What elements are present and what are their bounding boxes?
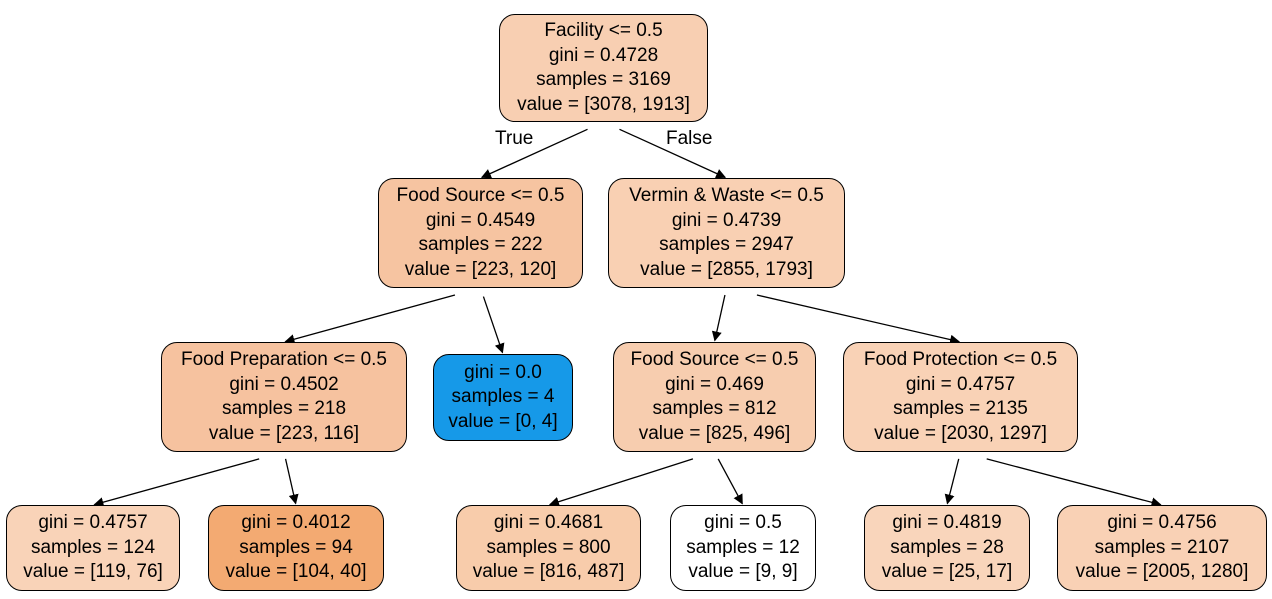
node-value: value = [119, 76] [23,561,163,583]
tree-leaf-node: gini = 0.4757 samples = 124 value = [119… [6,505,180,591]
tree-edge-arrow [986,458,1162,508]
node-split-label: Food Preparation <= 0.5 [181,349,387,370]
node-gini: gini = 0.4681 [493,512,604,534]
node-samples: samples = 124 [30,536,156,558]
node-samples: samples = 2135 [893,398,1028,419]
node-value: value = [9, 9] [688,561,798,583]
tree-edge-arrow [482,296,505,354]
node-samples: samples = 2947 [659,234,794,255]
node-samples: samples = 28 [890,536,1004,558]
node-value: value = [816, 487] [472,561,625,583]
tree-node: Food Preparation <= 0.5 gini = 0.4502 sa… [161,342,407,452]
node-value: value = [0, 4] [448,410,558,432]
node-gini: gini = 0.4739 [671,209,782,231]
tree-edge-arrow [756,294,961,345]
node-value: value = [2030, 1297] [874,422,1047,444]
node-split-label: Food Source <= 0.5 [396,185,565,206]
edge-label-true: True [495,128,534,149]
edge-label-false: False [666,128,713,149]
tree-edge-arrow [619,128,727,179]
tree-leaf-node: gini = 0.4819 samples = 28 value = [25, … [864,505,1030,591]
node-samples: samples = 3169 [536,69,671,90]
tree-leaf-node: gini = 0.5 samples = 12 value = [9, 9] [670,505,816,591]
node-value: value = [223, 120] [404,258,557,280]
tree-edge-arrow [717,458,743,505]
node-gini: gini = 0.4012 [241,512,351,534]
node-gini: gini = 0.4756 [1107,512,1217,534]
tree-leaf-node: gini = 0.4681 samples = 800 value = [816… [456,505,641,591]
node-value: value = [3078, 1913] [517,93,690,115]
tree-node: Vermin & Waste <= 0.5 gini = 0.4739 samp… [608,178,845,288]
node-split-label: Vermin & Waste <= 0.5 [629,185,824,206]
tree-leaf-node: gini = 0.0 samples = 4 value = [0, 4] [433,354,573,441]
node-split-label: Food Protection <= 0.5 [863,349,1058,370]
node-gini: gini = 0.469 [665,373,764,395]
tree-edge-arrow [548,458,694,507]
node-samples: samples = 222 [418,234,543,255]
node-samples: samples = 94 [239,536,353,558]
tree-edge-arrow [711,294,726,342]
node-split-label: Food Source <= 0.5 [630,349,799,370]
tree-node: Food Source <= 0.5 gini = 0.469 samples … [613,342,816,452]
node-split-label: Facility <= 0.5 [544,20,663,41]
tree-edge-arrow [480,128,588,179]
tree-node: Food Source <= 0.5 gini = 0.4549 samples… [378,178,583,288]
tree-edge-arrow [93,458,260,508]
tree-edge-arrow [284,458,299,505]
node-gini: gini = 0.4502 [229,373,339,395]
node-samples: samples = 2107 [1094,536,1230,558]
tree-node-root: Facility <= 0.5 gini = 0.4728 samples = … [499,14,708,122]
node-gini: gini = 0.4757 [38,512,148,534]
node-value: value = [2855, 1793] [640,258,813,280]
tree-node: Food Protection <= 0.5 gini = 0.4757 sam… [843,342,1078,452]
node-value: value = [825, 496] [638,422,791,444]
node-gini: gini = 0.0 [464,361,542,383]
node-gini: gini = 0.5 [704,512,782,534]
node-gini: gini = 0.4728 [548,44,659,66]
node-samples: samples = 812 [652,398,777,419]
tree-leaf-node: gini = 0.4756 samples = 2107 value = [20… [1057,505,1267,591]
node-samples: samples = 218 [221,398,347,419]
node-gini: gini = 0.4549 [425,209,536,231]
node-samples: samples = 800 [486,536,611,558]
node-samples: samples = 4 [451,386,555,408]
tree-leaf-node: gini = 0.4012 samples = 94 value = [104,… [208,505,384,591]
node-value: value = [2005, 1280] [1075,561,1249,583]
tree-edge-arrow [284,294,456,345]
node-gini: gini = 0.4819 [892,512,1002,534]
node-gini: gini = 0.4757 [905,373,1016,395]
node-value: value = [223, 116] [208,422,360,444]
node-value: value = [104, 40] [225,561,367,583]
node-value: value = [25, 17] [881,561,1013,583]
tree-edge-arrow [944,458,960,505]
node-samples: samples = 12 [686,536,800,558]
